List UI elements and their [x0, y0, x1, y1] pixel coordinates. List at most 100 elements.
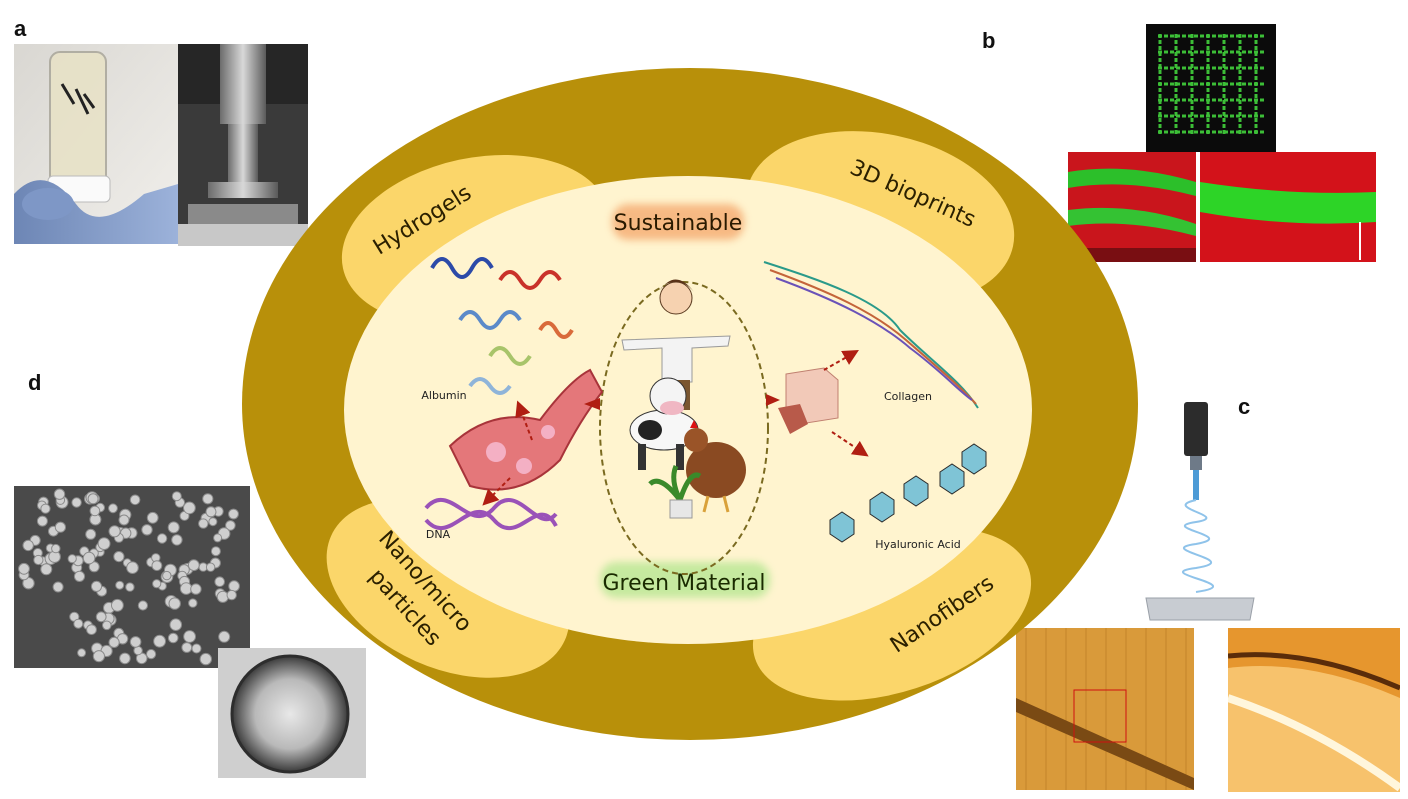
- sem-sphere: [162, 570, 172, 581]
- sem-particles-photo: [14, 486, 250, 668]
- hyaluronic-acid-icon: [829, 443, 987, 543]
- collagen-icon: [763, 261, 979, 409]
- sem-sphere: [90, 580, 103, 593]
- sem-sphere: [40, 563, 53, 576]
- arrow-right: [766, 394, 780, 406]
- sem-sphere: [108, 525, 121, 538]
- panel-label-d: d: [28, 370, 42, 395]
- sem-sphere: [77, 648, 87, 658]
- microsphere-photo: [218, 648, 366, 778]
- sem-sphere: [146, 649, 157, 660]
- sem-sphere: [187, 559, 200, 572]
- sem-sphere: [188, 598, 198, 608]
- sem-sphere: [125, 582, 135, 592]
- sem-sphere: [108, 503, 118, 514]
- sem-sphere: [95, 611, 107, 623]
- sem-sphere: [102, 620, 112, 631]
- sem-sphere: [54, 521, 67, 533]
- tissue-cube-icon: [778, 367, 839, 434]
- albumin-protein-icon: [430, 257, 574, 395]
- label-collagen: Collagen: [884, 390, 932, 403]
- sem-sphere: [146, 511, 159, 524]
- sem-sphere: [167, 521, 180, 534]
- arrow-to-hyaluronic: [831, 431, 869, 457]
- label-hyaluronic-acid: Hyaluronic Acid: [875, 538, 961, 551]
- label-albumin: Albumin: [421, 389, 466, 402]
- sem-sphere: [82, 551, 96, 565]
- sem-sphere: [214, 576, 225, 587]
- sem-sphere: [22, 539, 34, 552]
- sem-sphere: [71, 497, 82, 508]
- sem-sphere: [190, 583, 202, 595]
- rheometer-photo: [178, 44, 308, 246]
- sem-sphere: [73, 570, 86, 583]
- afm-fiber-photo-right: [1228, 628, 1400, 792]
- sem-sphere: [18, 562, 30, 575]
- sem-sphere: [153, 634, 167, 648]
- sem-sphere: [168, 597, 181, 610]
- sem-sphere: [225, 520, 236, 531]
- panel-label-a: a: [14, 16, 27, 41]
- sem-sphere: [86, 624, 97, 636]
- fluorescent-grid-photo: [1146, 24, 1276, 152]
- sem-sphere: [52, 581, 64, 593]
- sem-sphere: [108, 636, 120, 648]
- arrow-to-dna: [482, 477, 511, 506]
- arrow-to-collagen: [823, 350, 859, 371]
- sem-sphere: [156, 533, 168, 544]
- sem-sphere: [51, 543, 61, 554]
- sem-sphere: [183, 630, 197, 643]
- sem-sphere: [73, 618, 84, 629]
- sem-sphere: [118, 514, 130, 526]
- sem-sphere: [126, 561, 139, 574]
- arrow-to-albumin: [515, 400, 533, 441]
- sem-sphere: [89, 505, 101, 517]
- sem-sphere: [208, 517, 218, 527]
- sem-sphere: [198, 518, 209, 529]
- electrospinning-illustration: [1140, 398, 1260, 624]
- dna-icon: [424, 498, 558, 530]
- sem-sphere: [129, 494, 141, 506]
- sem-sphere: [202, 493, 214, 505]
- cow-icon: [629, 377, 699, 470]
- sem-sphere: [53, 488, 66, 500]
- sem-sphere: [151, 560, 163, 571]
- panel-label-c: c: [1238, 394, 1251, 419]
- sem-sphere: [33, 554, 44, 566]
- sem-sphere: [115, 580, 125, 590]
- sem-sphere: [210, 546, 221, 557]
- sem-sphere: [40, 503, 51, 514]
- panel-label-b: b: [982, 28, 996, 53]
- sem-sphere: [226, 589, 237, 601]
- sem-sphere: [67, 554, 77, 564]
- sem-sphere: [199, 652, 213, 666]
- sem-sphere: [119, 652, 131, 665]
- sem-sphere: [88, 561, 100, 573]
- sources-oval: [599, 281, 769, 575]
- sem-sphere: [167, 632, 179, 644]
- sem-sphere: [228, 508, 239, 520]
- sem-sphere: [113, 551, 125, 563]
- sem-sphere: [191, 643, 202, 654]
- sem-sphere: [171, 491, 182, 502]
- title-sustainable: Sustainable: [614, 211, 743, 236]
- sem-sphere: [183, 501, 196, 515]
- sem-sphere: [205, 506, 217, 518]
- fluorescent-streak-photo-left: [1068, 152, 1196, 262]
- sem-sphere: [171, 534, 183, 546]
- fluorescent-streak-photo-right: [1200, 152, 1376, 262]
- label-dna: DNA: [426, 528, 451, 541]
- sem-sphere: [218, 630, 231, 643]
- sem-sphere: [137, 600, 148, 611]
- arrow-left: [584, 398, 600, 410]
- sem-sphere: [169, 618, 183, 631]
- sem-sphere: [141, 524, 153, 536]
- vial-photo: [14, 44, 178, 244]
- sem-sphere: [36, 515, 48, 527]
- afm-fiber-photo-left: [1016, 628, 1194, 790]
- sem-sphere: [85, 528, 97, 540]
- sem-sphere: [152, 579, 162, 589]
- sem-sphere: [111, 598, 124, 612]
